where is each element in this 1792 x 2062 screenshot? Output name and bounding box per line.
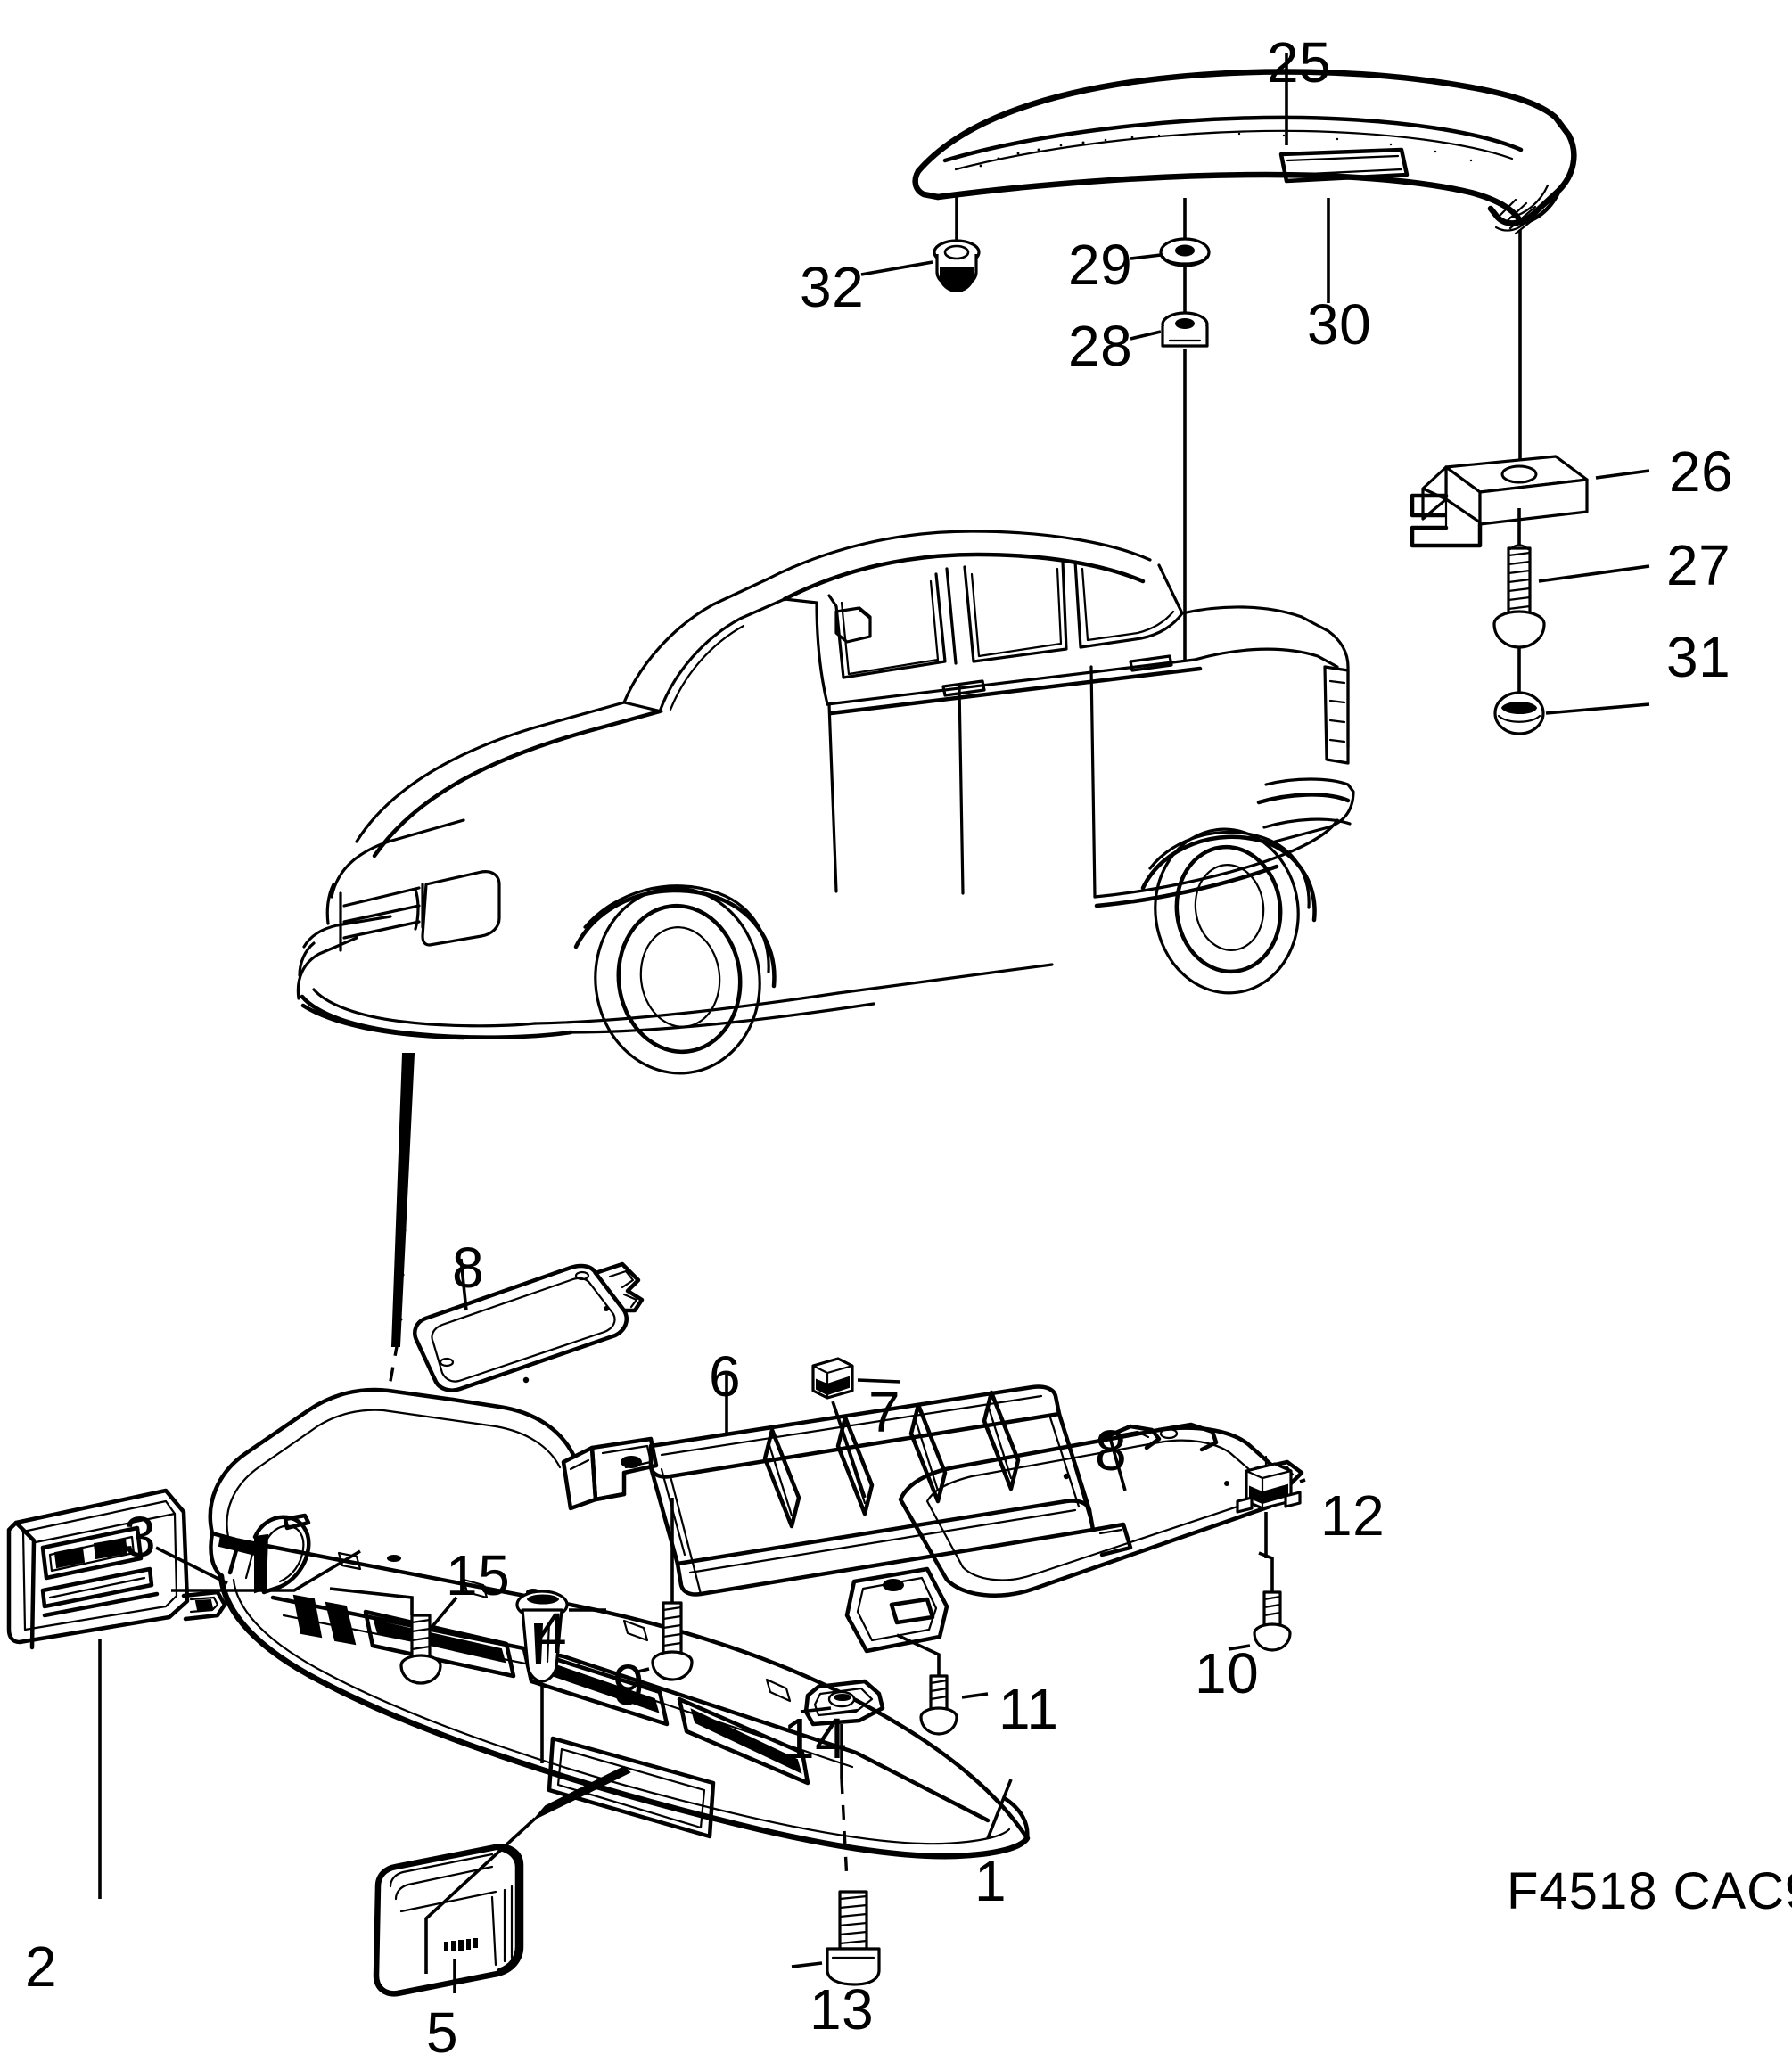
callout-3: 3 [124,1505,157,1569]
callout-14: 14 [783,1706,848,1770]
spoiler-bracket-26 [1410,455,1650,548]
bumper-reinforcement-6 [561,1375,1133,1654]
callout-31: 31 [1666,625,1731,689]
callout-30: 30 [1307,292,1372,357]
mount-plate-14 [800,1679,885,1882]
leader-wedge [390,1053,415,1347]
callout-28: 28 [1068,314,1133,378]
callout-5: 5 [426,2000,459,2062]
callout-26: 26 [1669,440,1734,504]
callout-8-left: 8 [452,1236,485,1300]
spoiler-nut-28 [1130,266,1209,660]
callout-25: 25 [1267,30,1332,94]
callout-29: 29 [1068,233,1133,297]
callout-2: 2 [25,1935,58,1999]
callout-32: 32 [800,255,865,319]
callout-11: 11 [999,1677,1059,1741]
splash-shield-left-8 [413,1258,645,1392]
screw-11 [896,1633,989,1736]
callout-7: 7 [868,1380,901,1444]
vehicle-illustration [296,530,1355,1075]
spoiler-plug-32 [860,197,981,293]
bolt-13 [791,1890,881,1986]
screw-10 [1228,1551,1292,1652]
callout-12: 12 [1320,1483,1385,1548]
callout-10: 10 [1195,1641,1260,1705]
end-cap-2 [6,1488,227,1899]
retaining-clip-3 [155,1513,361,1595]
callout-27: 27 [1666,533,1731,597]
screw-9 [634,1498,694,1681]
lamp-lens-5 [373,1765,631,1997]
rear-spoiler-group [912,69,1577,235]
push-pin-4 [515,1590,606,1763]
callout-1: 1 [974,1849,1007,1913]
figure-code: F4518 CAC93 [1507,1862,1792,1920]
callout-6: 6 [709,1344,742,1409]
spoiler-cap-nut-31 [1493,691,1650,735]
callout-15: 15 [446,1543,511,1607]
spoiler-washer-29 [1130,198,1211,267]
spoiler-screw-27 [1492,508,1650,702]
clip-nut-7 [811,1357,901,1499]
nut-clip-12 [1236,1455,1306,1558]
callout-8-right: 8 [1095,1418,1128,1483]
callout-13: 13 [810,1977,875,2041]
callout-4: 4 [535,1601,568,1665]
screw-15 [329,1587,458,1685]
callout-9: 9 [612,1653,645,1717]
